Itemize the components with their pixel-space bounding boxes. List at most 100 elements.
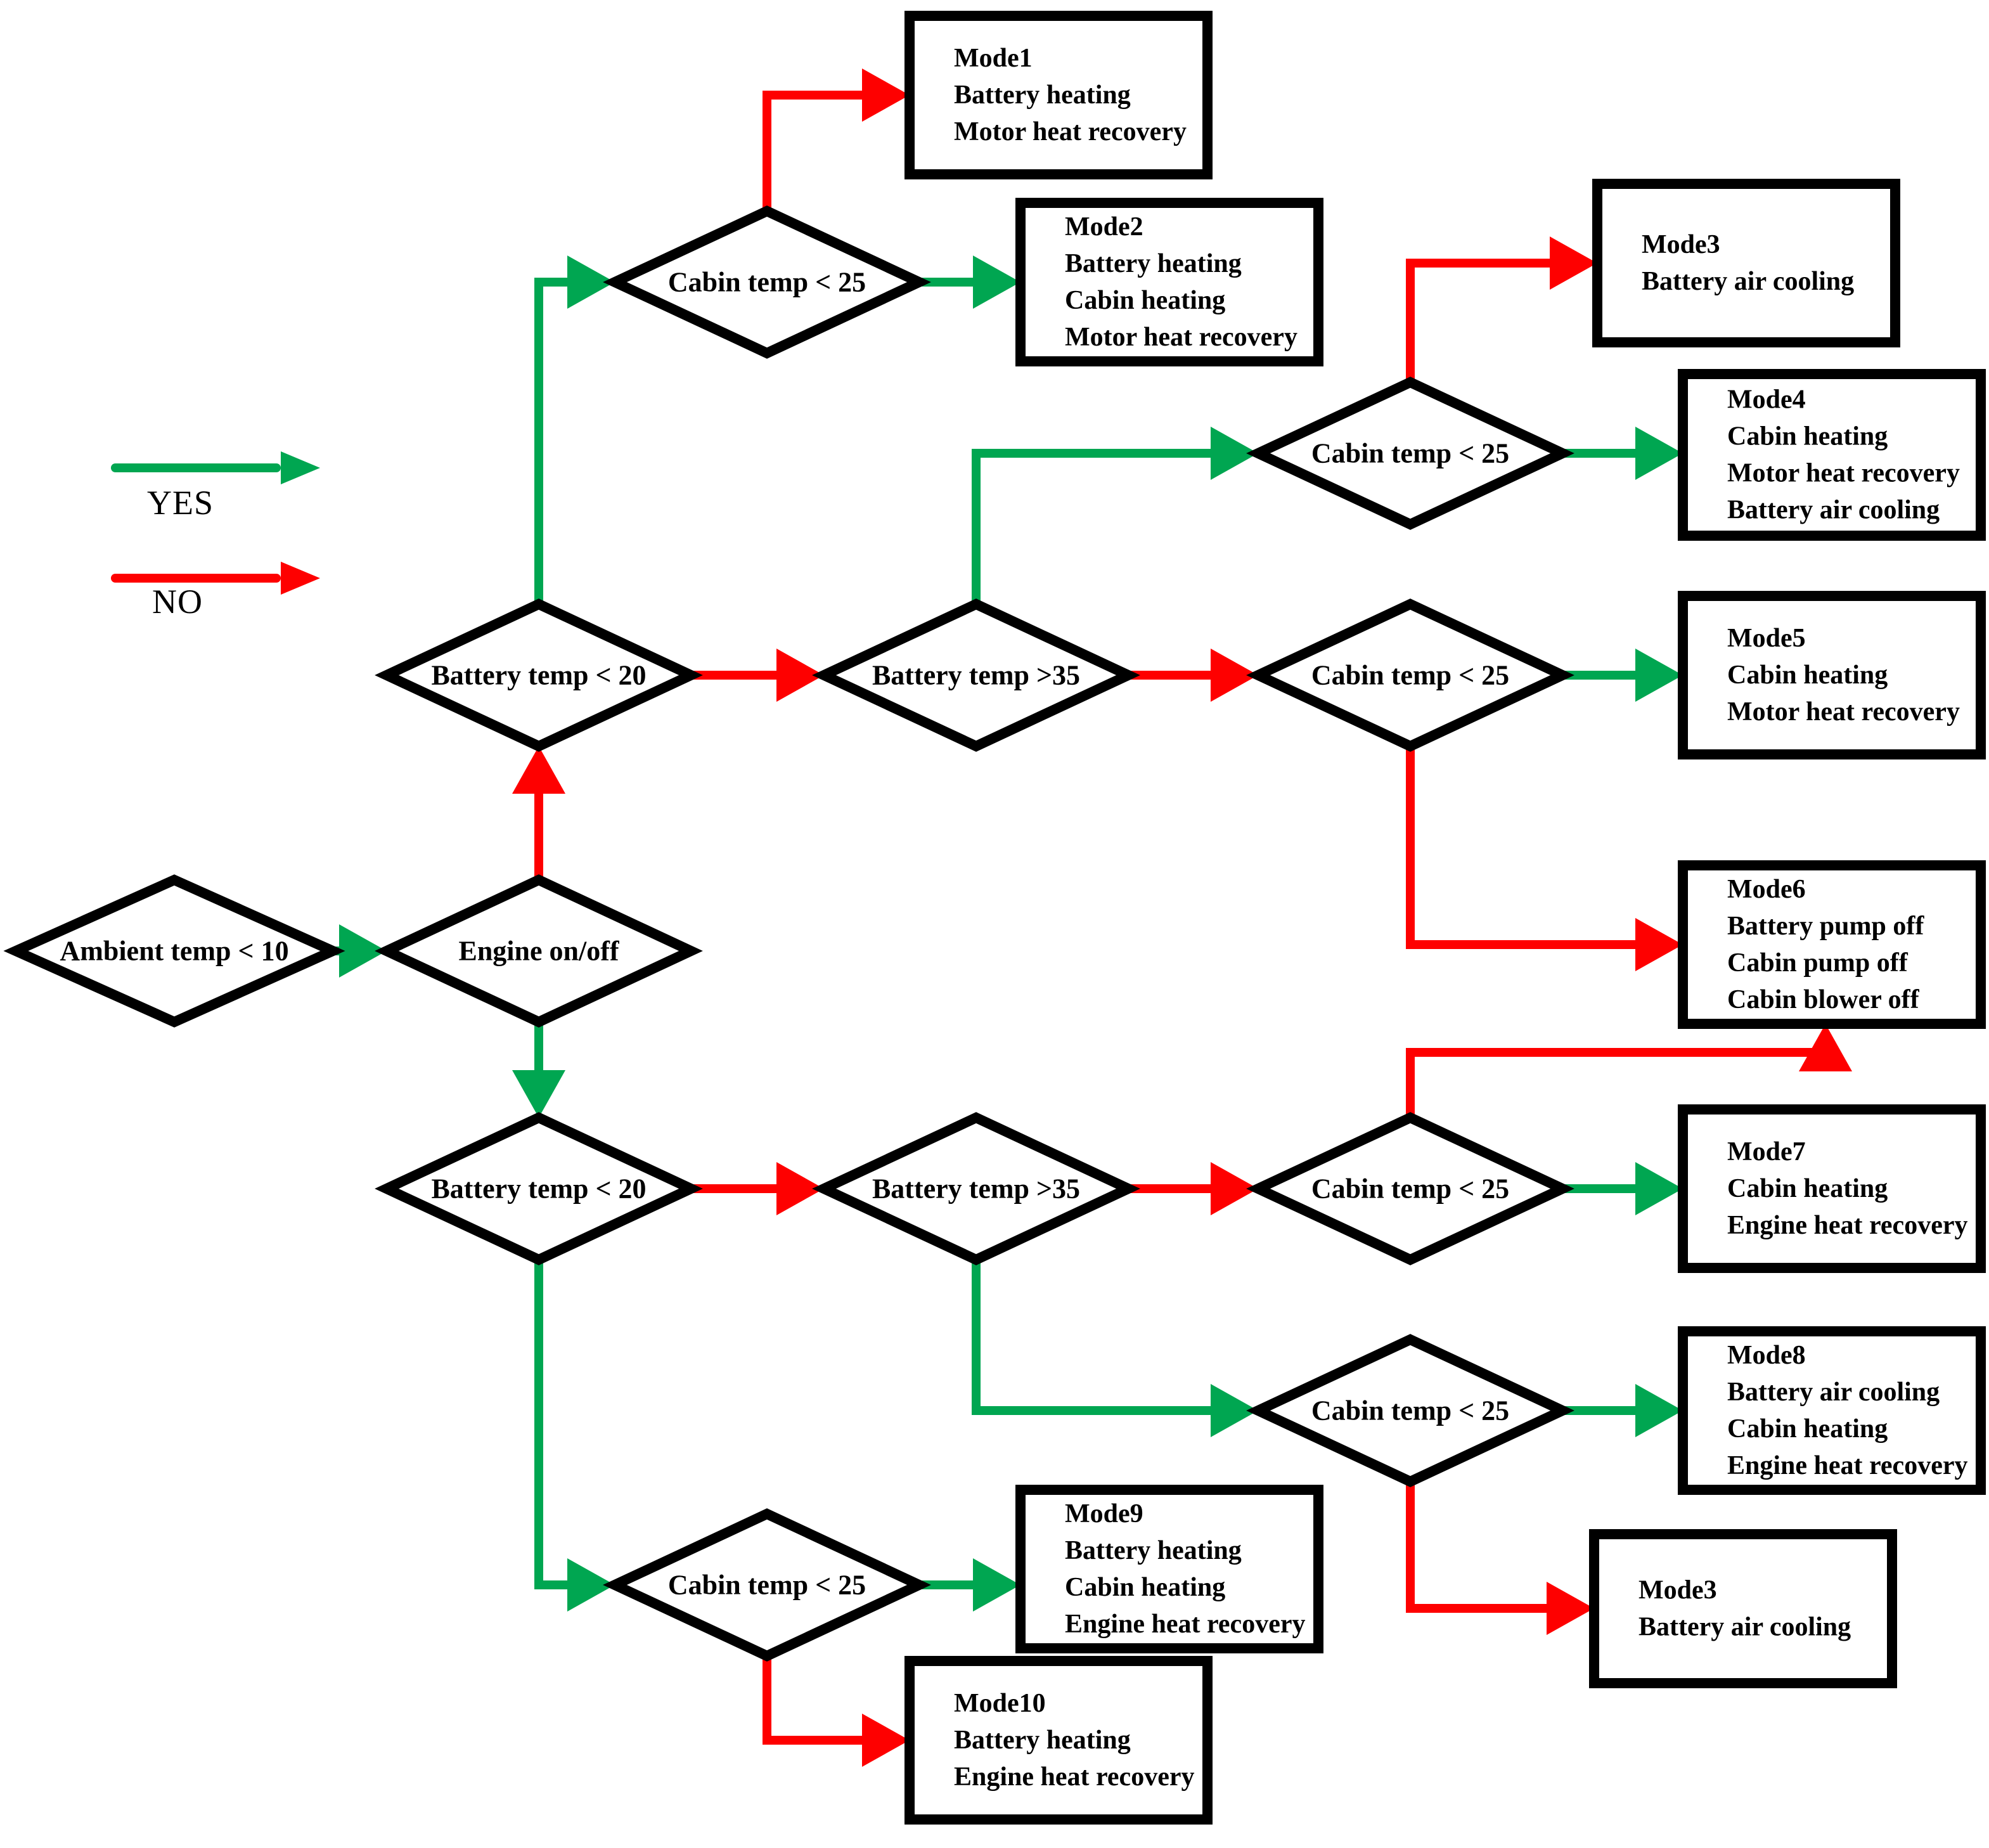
- mode-box-mode2-line-2: Battery heating: [1065, 249, 1242, 278]
- mode-box-mode1-line-3: Motor heat recovery: [954, 117, 1187, 146]
- mode-box-mode3-bottom-line-2: Battery air cooling: [1638, 1613, 1851, 1642]
- mode-box-mode9: [1015, 1485, 1323, 1653]
- mode-box-mode4-line-2: Cabin heating: [1727, 422, 1888, 451]
- decision-cabin-temp-row4-label: Cabin temp < 25: [1311, 1173, 1509, 1205]
- decision-ambient-temp: [3, 874, 345, 1028]
- mode-box-mode6-line-2: Battery pump off: [1727, 912, 1924, 941]
- edge-battery-temp20-top-to-battery-temp35-top-arrowhead-icon: [776, 649, 824, 702]
- mode-box-mode5-line-1: Mode5: [1727, 624, 1806, 653]
- mode-box-mode8-line-1: Mode8: [1727, 1341, 1806, 1370]
- edge-cabin-temp-row3-to-mode6: [1406, 746, 1642, 949]
- legend-no-arrow-shaft: [111, 574, 281, 583]
- legend-yes-arrowhead-icon: [281, 451, 320, 484]
- decision-battery-temp35-bot-label: Battery temp >35: [872, 1173, 1080, 1205]
- mode-box-mode9-line-2: Battery heating: [1065, 1536, 1242, 1565]
- decision-engine-on-off: [375, 874, 703, 1028]
- mode-box-mode1-line-1: Mode1: [954, 44, 1033, 73]
- edge-cabin-temp-row6-to-mode9-arrowhead-icon: [973, 1558, 1020, 1612]
- mode-box-mode7: [1678, 1104, 1986, 1273]
- edge-cabin-temp-row6-to-mode10: [763, 1656, 868, 1745]
- legend-no-label: NO: [152, 583, 203, 621]
- mode-box-mode5-line-2: Cabin heating: [1727, 661, 1888, 690]
- decision-battery-temp20-bot-label: Battery temp < 20: [431, 1173, 646, 1205]
- mode-box-mode1-line-2: Battery heating: [954, 81, 1131, 110]
- edge-cabin-temp-row1-to-mode2-arrowhead-icon: [973, 255, 1020, 309]
- mode-box-mode3-top-line-1: Mode3: [1642, 230, 1720, 259]
- mode-box-mode3-top: [1592, 179, 1900, 347]
- mode-box-mode2: [1015, 198, 1323, 366]
- legend-no-arrow-icon: [111, 562, 320, 595]
- mode-box-mode4-line-1: Mode4: [1727, 385, 1806, 415]
- decision-cabin-temp-row4: [1246, 1112, 1574, 1265]
- mode-box-mode3-top-line-2: Battery air cooling: [1642, 267, 1854, 296]
- legend-yes-label: YES: [147, 484, 214, 522]
- decision-cabin-temp-row5-label: Cabin temp < 25: [1311, 1395, 1509, 1426]
- edge-battery-temp20-top-to-cabin-temp-row1: [534, 278, 574, 604]
- legend-yes-arrow-icon: [111, 451, 320, 484]
- edge-cabin-temp-row2-to-mode3-top: [1406, 259, 1556, 382]
- decision-cabin-temp-row2-label: Cabin temp < 25: [1311, 438, 1509, 469]
- decision-cabin-temp-row6-label: Cabin temp < 25: [668, 1570, 866, 1601]
- mode-box-mode5-line-3: Motor heat recovery: [1727, 697, 1960, 727]
- decision-cabin-temp-row3: [1246, 598, 1574, 752]
- edge-battery-temp35-bot-to-cabin-temp-row5: [972, 1260, 1217, 1415]
- mode-box-mode2-line-4: Motor heat recovery: [1065, 323, 1297, 352]
- decision-battery-temp20-top: [375, 598, 703, 752]
- mode-box-mode4-line-4: Battery air cooling: [1727, 496, 1940, 525]
- edge-battery-temp20-top-to-cabin-temp-row1-arrowhead-icon: [567, 255, 615, 309]
- edge-cabin-temp-row5-to-mode8-arrowhead-icon: [1635, 1384, 1683, 1437]
- edge-battery-temp35-top-to-cabin-temp-row3-arrowhead-icon: [1211, 649, 1258, 702]
- edge-cabin-temp-row3-to-mode5-arrowhead-icon: [1635, 649, 1683, 702]
- mode-box-mode10-line-1: Mode10: [954, 1689, 1046, 1718]
- decision-cabin-temp-row5: [1246, 1334, 1574, 1487]
- mode-box-mode3-bottom: [1589, 1529, 1897, 1688]
- mode-box-mode10-line-2: Battery heating: [954, 1726, 1131, 1755]
- mode-box-mode8: [1678, 1326, 1986, 1495]
- decision-cabin-temp-row6: [603, 1508, 931, 1662]
- edge-cabin-temp-row4-to-mode6-arrowhead-icon: [1799, 1024, 1852, 1071]
- decision-battery-temp35-top-label: Battery temp >35: [872, 660, 1080, 691]
- mode-box-mode7-line-1: Mode7: [1727, 1137, 1806, 1166]
- edge-cabin-temp-row2-to-mode3-top-arrowhead-icon: [1550, 236, 1597, 290]
- mode-box-mode8-line-2: Battery air cooling: [1727, 1378, 1940, 1407]
- decision-battery-temp35-top: [812, 598, 1140, 752]
- mode-box-mode8-line-3: Cabin heating: [1727, 1414, 1888, 1444]
- mode-box-mode6-line-4: Cabin blower off: [1727, 985, 1920, 1014]
- edge-cabin-temp-row1-to-mode1: [763, 91, 868, 211]
- mode-box-mode10-line-3: Engine heat recovery: [954, 1762, 1194, 1792]
- mode-box-mode4: [1678, 369, 1986, 541]
- mode-box-mode8-line-4: Engine heat recovery: [1727, 1451, 1967, 1480]
- edge-battery-temp35-bot-to-cabin-temp-row4-arrowhead-icon: [1211, 1162, 1258, 1215]
- edge-cabin-temp-row5-to-mode3-bottom-arrowhead-icon: [1547, 1582, 1594, 1635]
- mode-box-mode7-line-3: Engine heat recovery: [1727, 1211, 1967, 1240]
- decision-battery-temp20-top-label: Battery temp < 20: [431, 660, 646, 691]
- edge-cabin-temp-row4-to-mode7-arrowhead-icon: [1635, 1162, 1683, 1215]
- mode-box-mode1: [904, 11, 1213, 179]
- decision-battery-temp35-bot: [812, 1112, 1140, 1265]
- mode-box-mode4-line-3: Motor heat recovery: [1727, 459, 1960, 488]
- edge-cabin-temp-row6-to-mode10-arrowhead-icon: [862, 1714, 910, 1767]
- edge-battery-temp20-bot-to-cabin-temp-row6-arrowhead-icon: [567, 1558, 615, 1612]
- decision-cabin-temp-row1-label: Cabin temp < 25: [668, 267, 866, 298]
- edge-engine-on-off-to-battery-temp20-bot-arrowhead-icon: [512, 1070, 565, 1118]
- edge-cabin-temp-row2-to-mode4-arrowhead-icon: [1635, 427, 1683, 480]
- edge-ambient-temp-to-engine-on-off-arrowhead-icon: [339, 924, 387, 978]
- mode-box-mode5: [1678, 591, 1986, 759]
- edge-battery-temp35-bot-to-cabin-temp-row5-arrowhead-icon: [1211, 1384, 1258, 1437]
- decision-cabin-temp-row2: [1246, 377, 1574, 530]
- decision-ambient-temp-label: Ambient temp < 10: [60, 936, 288, 967]
- edge-battery-temp20-bot-to-battery-temp35-bot-arrowhead-icon: [776, 1162, 824, 1215]
- mode-box-mode6: [1678, 860, 1986, 1029]
- edge-cabin-temp-row3-to-mode6-arrowhead-icon: [1635, 918, 1683, 971]
- edge-battery-temp35-top-to-cabin-temp-row2-arrowhead-icon: [1211, 427, 1258, 480]
- edge-cabin-temp-row5-to-mode3-bottom: [1406, 1482, 1553, 1613]
- mode-box-mode6-line-3: Cabin pump off: [1727, 948, 1909, 978]
- mode-box-mode9-line-4: Engine heat recovery: [1065, 1610, 1305, 1639]
- mode-box-mode9-line-1: Mode9: [1065, 1499, 1143, 1528]
- legend-yes-arrow-shaft: [111, 463, 281, 472]
- decision-cabin-temp-row1: [603, 205, 931, 359]
- mode-box-mode6-line-1: Mode6: [1727, 875, 1806, 904]
- mode-box-mode2-line-1: Mode2: [1065, 212, 1143, 242]
- edge-cabin-temp-row1-to-mode1-arrowhead-icon: [862, 68, 910, 122]
